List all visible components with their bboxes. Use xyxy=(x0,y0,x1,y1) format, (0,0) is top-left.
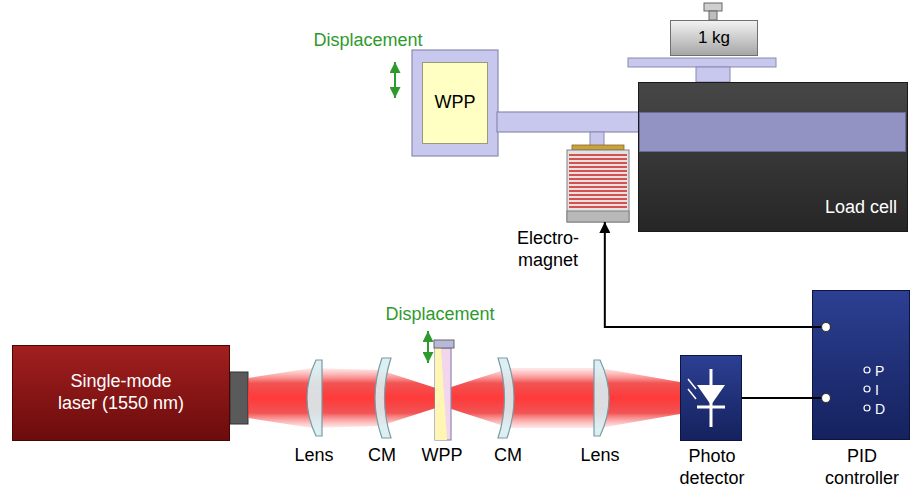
lever-frame xyxy=(412,50,498,156)
terminal-wire xyxy=(812,326,822,328)
load-cell-label: Load cell xyxy=(825,197,897,219)
photodetector-label: Photo detector xyxy=(667,446,757,489)
lens-shape xyxy=(307,360,322,436)
weight-label: 1 kg xyxy=(698,28,730,48)
laser-label: Single-mode laser (1550 nm) xyxy=(54,371,189,414)
laser-box: Single-mode laser (1550 nm) xyxy=(12,345,230,441)
displacement-arrow xyxy=(394,62,396,98)
light-arrows xyxy=(688,379,696,399)
gain-knob xyxy=(864,367,870,373)
gain-knob xyxy=(864,386,870,392)
weight-plate xyxy=(628,58,776,67)
terminal-wire xyxy=(812,397,822,399)
displacement-arrow xyxy=(427,331,429,363)
lever-stem xyxy=(590,132,604,146)
concave-mirror-shape xyxy=(498,358,514,438)
load-cell: Load cell xyxy=(638,82,908,232)
diode-triangle xyxy=(697,385,725,405)
wpp-holder xyxy=(434,340,454,348)
gain-label: P xyxy=(875,363,884,379)
gain-label: I xyxy=(875,382,879,398)
weight-block: 1 kg xyxy=(670,20,758,56)
electromagnet: Electro- magnet xyxy=(567,150,629,222)
gain-knob xyxy=(864,405,870,411)
lever-arm xyxy=(497,112,640,132)
part-label: CM xyxy=(494,445,522,467)
part-label: Lens xyxy=(580,445,619,467)
photodetector: Photo detector xyxy=(680,355,742,441)
electromagnet-body xyxy=(567,150,629,222)
part-label: Lens xyxy=(294,445,333,467)
gain-label: D xyxy=(875,401,885,417)
wpp-label: WPP xyxy=(434,92,475,114)
armature-plate xyxy=(572,145,624,150)
pid-controller: PIDPID controller xyxy=(812,290,910,440)
weight-neck xyxy=(709,11,717,20)
controller-terminals xyxy=(812,290,910,440)
electromagnet-label: Electro- magnet xyxy=(503,228,593,271)
wpp-wedge xyxy=(435,348,447,440)
concave-mirror-shape xyxy=(375,358,391,438)
part-label: WPP xyxy=(421,445,462,467)
control-arrow xyxy=(605,222,812,327)
photodiode-symbol xyxy=(680,355,742,441)
terminal-jack xyxy=(822,323,831,332)
part-label: CM xyxy=(368,445,396,467)
electromagnet-base xyxy=(567,211,629,222)
pid-controller-label: PID controller xyxy=(813,446,911,489)
signal-wire xyxy=(742,397,812,399)
weight-knob xyxy=(704,3,722,11)
plate-stem xyxy=(696,67,730,82)
load-cell-slot xyxy=(639,112,906,152)
diode-bar xyxy=(697,406,725,409)
displacement-label: Displacement xyxy=(313,30,422,52)
displacement-label: Displacement xyxy=(385,304,494,326)
wpp-plate: WPP xyxy=(422,62,488,144)
coil-windings xyxy=(569,155,627,207)
wpp-slab xyxy=(435,348,451,440)
laser-aperture xyxy=(230,372,248,424)
lens-shape xyxy=(594,360,609,436)
terminal-jack xyxy=(822,394,831,403)
